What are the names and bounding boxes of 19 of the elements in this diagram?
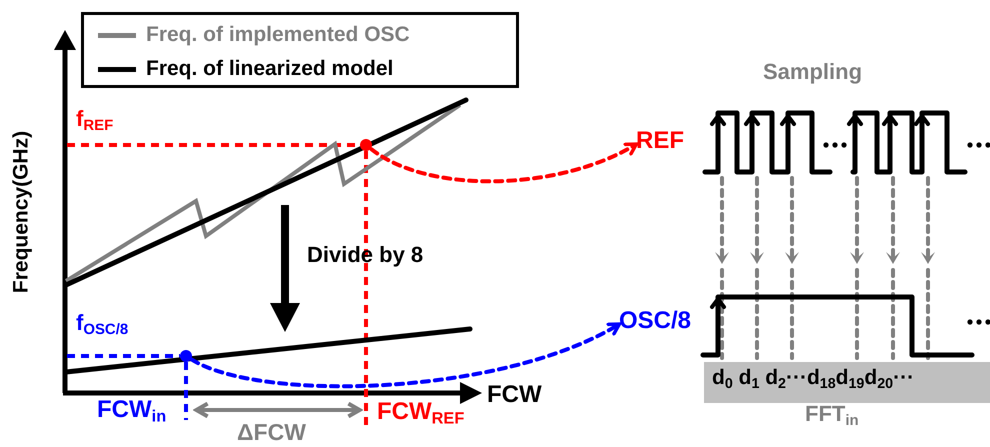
intersection-dot <box>180 350 192 362</box>
annotation-text: Sampling <box>763 60 862 84</box>
sample-index-strip: d$_{0}$ d$_{1}$ d$_{2}$···d$_{18}$d$_{19}$d$_{20}$··· <box>704 362 990 403</box>
axis-level-label: f$_{REF}$ <box>76 107 114 132</box>
axis-value-label: FCW$_{in}$ <box>97 397 166 424</box>
intersection-dot <box>360 139 372 151</box>
connector-arrow <box>190 322 622 388</box>
axis-title: FCW <box>487 382 542 408</box>
legend-text: Freq. of implemented OSC <box>146 23 410 47</box>
connector-arrow <box>370 142 638 184</box>
dimension-label: ΔFCW <box>237 420 306 446</box>
legend-text: Freq. of linearized model <box>146 57 394 81</box>
signal-label: REF <box>636 128 684 154</box>
axis-level-label: f$_{OSC/8}$ <box>76 311 128 336</box>
annotation-text: Divide by 8 <box>307 243 424 268</box>
axis-title: Frequency(GHz) <box>9 130 33 294</box>
signal-label: OSC/8 <box>619 308 692 334</box>
axis-value-label: FCW$_{REF}$ <box>377 399 464 426</box>
block-label: FFT$_{in}$ <box>805 402 859 426</box>
